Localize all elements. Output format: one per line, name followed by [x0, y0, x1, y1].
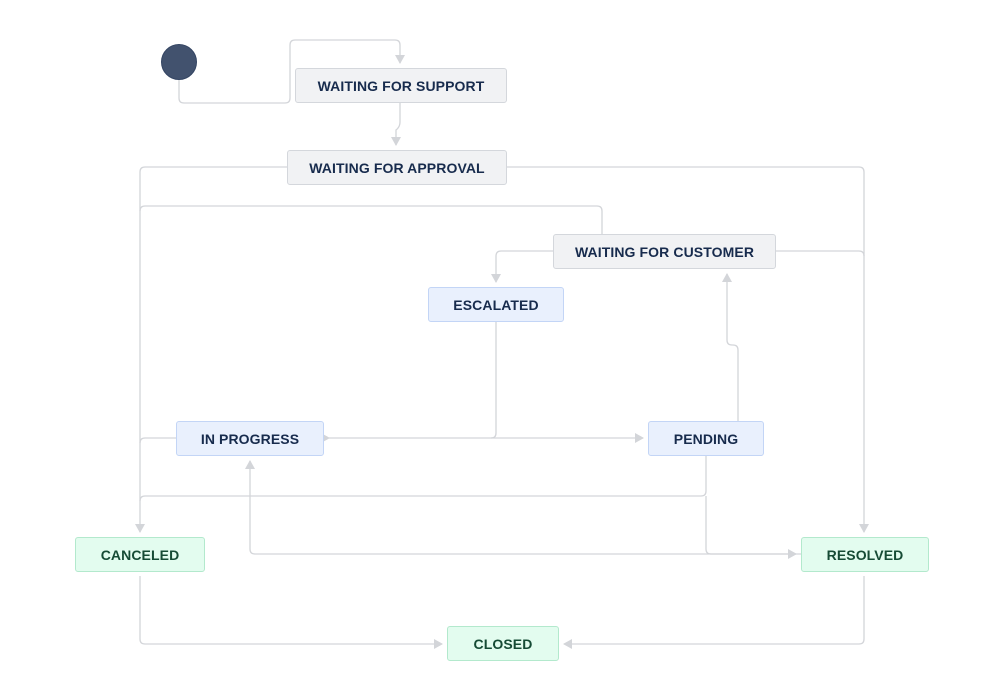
status-waiting-for-customer[interactable]: WAITING FOR CUSTOMER [553, 234, 776, 269]
transition-pending-to-resolved [705, 496, 797, 559]
status-resolved[interactable]: RESOLVED [801, 537, 929, 572]
transition-support-to-approval [391, 103, 401, 146]
status-waiting-for-support[interactable]: WAITING FOR SUPPORT [295, 68, 507, 103]
status-closed[interactable]: CLOSED [447, 626, 559, 661]
status-waiting-for-approval[interactable]: WAITING FOR APPROVAL [287, 150, 507, 185]
transition-start-to-waiting-support [178, 39, 405, 104]
transition-customer-to-canceled [139, 205, 603, 234]
transition-customer-to-resolved [776, 250, 865, 257]
status-pending[interactable]: PENDING [648, 421, 764, 456]
transition-pending-to-canceled [139, 456, 707, 502]
status-escalated[interactable]: ESCALATED [428, 287, 564, 322]
transition-resolved-to-inprogress [245, 460, 801, 555]
transition-inprogress-to-canceled [139, 437, 176, 444]
transition-approval-to-resolved [507, 166, 869, 533]
status-canceled[interactable]: CANCELED [75, 537, 205, 572]
transition-resolved-to-closed [563, 576, 865, 649]
transition-escalated-down [490, 322, 497, 439]
transition-canceled-to-closed [139, 576, 443, 649]
start-node[interactable] [161, 44, 197, 80]
status-in-progress[interactable]: IN PROGRESS [176, 421, 324, 456]
transition-pending-to-customer [722, 273, 739, 421]
transition-customer-to-escalated [491, 250, 553, 283]
transition-approval-to-canceled [135, 166, 287, 533]
